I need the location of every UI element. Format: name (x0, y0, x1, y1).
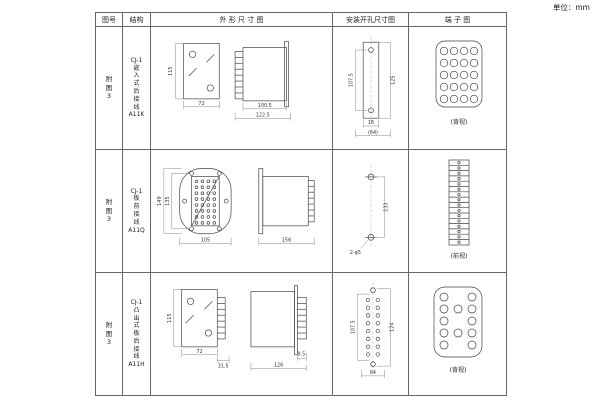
outline-drawing-a11q: 149 135 105 156 (156, 168, 315, 246)
dim-a11k-depth-total: 122.5 (255, 113, 269, 119)
table-row-a11h: 附 图 3 CJ-1 凸 出 式 板 后 接 线 A11H (95, 272, 507, 396)
view-label-a11k: (背视) (450, 118, 467, 126)
dim-a11h-depth: 126 (273, 363, 282, 369)
header-row: 图号 结构 外 形 尺 寸 图 安装开孔尺寸图 端 子 图 (95, 12, 507, 27)
header-install: 安装开孔尺寸图 (332, 12, 409, 27)
structure-text: CJ-1 板 前 接 线 A11Q (128, 187, 145, 234)
header-outline: 外 形 尺 寸 图 (150, 12, 333, 27)
dim-a11q-height-overall: 149 (156, 196, 162, 205)
hole-label-a11q: 2-φ5 (349, 250, 360, 256)
structure-cell: CJ-1 嵌 入 式 后 接 线 A11K (122, 26, 151, 150)
front-terminal-dots-a11q (194, 179, 216, 225)
terminal-grid-a11h (439, 292, 476, 350)
outline-drawing-a11k: 115 72 100.5 122.5 (167, 41, 291, 121)
install-drawing-a11h: 107.5 124 64 (350, 282, 395, 378)
install-drawing-a11q: 133 2-φ5 (349, 165, 389, 256)
outline-cell: 115 72 100.5 122.5 (150, 26, 333, 150)
dim-a11h-height-overall: 124 (389, 323, 395, 332)
dim-a11h-height-inner: 107.5 (350, 320, 356, 334)
table-row-a11k: 附 图 3 CJ-1 嵌 入 式 后 接 线 A11K (95, 26, 507, 150)
figure-no-cell: 附 图 3 (95, 149, 123, 273)
dim-a11h-height: 115 (166, 313, 172, 322)
figure-no: 附 图 3 (105, 320, 113, 347)
outline-cell: 115 72 31.5 9.5 126 (150, 272, 333, 396)
outline-cell: 149 135 105 156 (150, 149, 333, 273)
dim-a11k-width: 72 (198, 101, 204, 107)
install-holes-a11h (365, 297, 380, 357)
dim-a11k-overall-width: (64) (367, 130, 377, 136)
dim-a11k-cutout-width: 16 (367, 120, 373, 126)
dim-a11q-depth: 156 (281, 238, 290, 244)
terminal-grid-a11k (439, 46, 478, 104)
pins-a11h-side (296, 297, 307, 340)
terminal-cell: (背视) (408, 26, 507, 150)
header-structure: 结构 (122, 12, 151, 27)
install-cell: 107.5 124 64 (332, 272, 409, 396)
spec-table: 图号 结构 外 形 尺 寸 图 安装开孔尺寸图 端 子 图 附 图 3 CJ-1… (95, 12, 507, 396)
dim-a11h-install-width: 64 (369, 370, 375, 376)
figure-no: 附 图 3 (105, 74, 113, 101)
dim-a11k-overall-height: 125 (390, 76, 396, 85)
outline-drawing-a11h: 115 72 31.5 9.5 126 (166, 285, 307, 371)
header-figure-no: 图号 (95, 12, 123, 27)
install-cell: 133 2-φ5 (332, 149, 409, 273)
dim-a11q-height-inner: 135 (164, 196, 170, 205)
figure-no-cell: 附 图 3 (95, 26, 123, 150)
structure-text: CJ-1 凸 出 式 板 后 接 线 A11H (128, 298, 145, 369)
terminal-cell: (前视) (408, 149, 507, 273)
view-label-a11h: (背视) (449, 366, 466, 374)
structure-cell: CJ-1 凸 出 式 板 后 接 线 A11H (122, 272, 151, 396)
pins-a11k (234, 51, 243, 100)
view-label-a11q: (前视) (450, 252, 467, 260)
unit-label: 单位：mm (552, 3, 590, 12)
terminal-strip-rows-a11q (448, 161, 469, 244)
figure-no-cell: 附 图 3 (95, 272, 123, 396)
dim-a11h-stud-len: 9.5 (297, 352, 305, 358)
structure-text: CJ-1 嵌 入 式 后 接 线 A11K (128, 56, 145, 119)
pins-a11q (307, 179, 315, 223)
dim-a11h-width: 72 (196, 349, 202, 355)
dim-a11k-height: 115 (167, 66, 173, 75)
dim-a11h-stud-zone: 31.5 (217, 364, 228, 370)
figure-no: 附 图 3 (105, 197, 113, 224)
terminal-drawing-a11k: (背视) (435, 40, 482, 126)
install-cell: 107.5 125 16 (64) (332, 26, 409, 150)
structure-cell: CJ-1 板 前 接 线 A11Q (122, 149, 151, 273)
pins-a11h-front (216, 297, 226, 340)
dim-a11q-width: 105 (200, 238, 209, 244)
dim-a11q-hole-spacing: 133 (383, 202, 389, 211)
dim-a11k-depth-case: 100.5 (257, 103, 271, 109)
table-row-a11q: 附 图 3 CJ-1 板 前 接 线 A11Q (95, 149, 507, 273)
header-terminal: 端 子 图 (408, 12, 507, 27)
terminal-drawing-a11q: (前视) (448, 159, 469, 260)
terminal-cell: (背视) (408, 272, 507, 396)
terminal-drawing-a11h: (背视) (433, 286, 482, 374)
install-drawing-a11k: 107.5 125 16 (64) (348, 36, 396, 138)
dim-a11k-cutout-height: 107.5 (348, 73, 354, 87)
